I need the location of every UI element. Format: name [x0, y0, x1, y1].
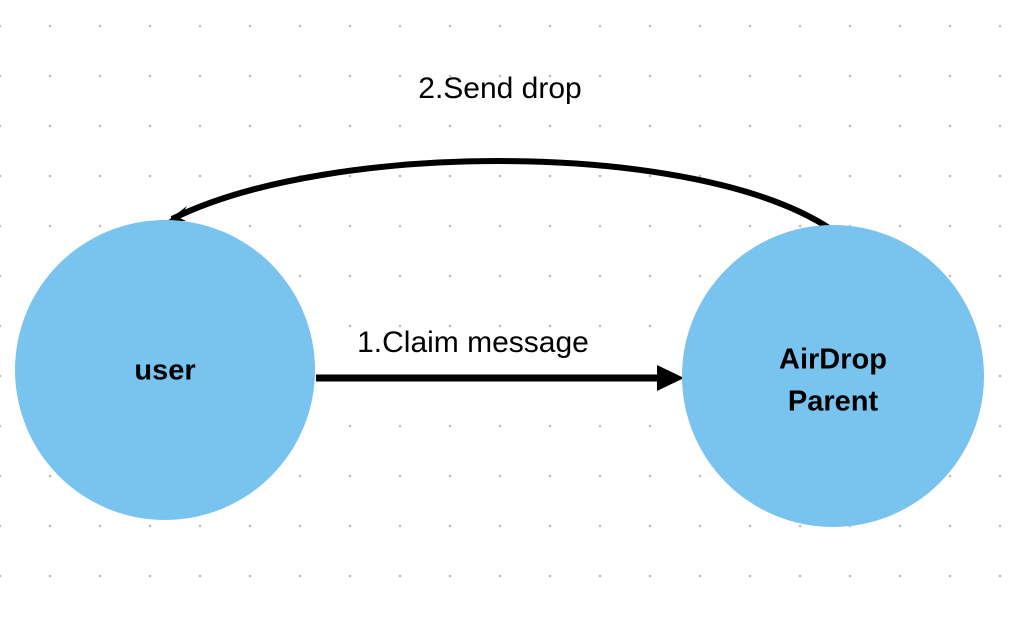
node-user-circle[interactable] [15, 220, 315, 520]
node-airdrop-parent-label-line1: AirDrop [779, 344, 887, 376]
edge-claim-message-arrowhead [657, 365, 684, 391]
edge-send-drop-path[interactable] [170, 158, 834, 233]
edge-claim-message-label: 1.Claim message [357, 326, 589, 359]
edge-send-drop-label: 2.Send drop [418, 72, 581, 105]
node-airdrop-parent[interactable]: AirDrop Parent [682, 225, 984, 527]
node-user-label: user [134, 355, 195, 387]
node-airdrop-parent-label-line2: Parent [788, 386, 879, 418]
node-airdrop-parent-circle[interactable] [682, 225, 984, 527]
edge-claim-message[interactable]: 1.Claim message [316, 326, 684, 391]
edge-send-drop-arrowhead [166, 206, 187, 222]
node-user[interactable]: user [15, 220, 315, 520]
edge-send-drop[interactable]: 2.Send drop [166, 72, 834, 233]
